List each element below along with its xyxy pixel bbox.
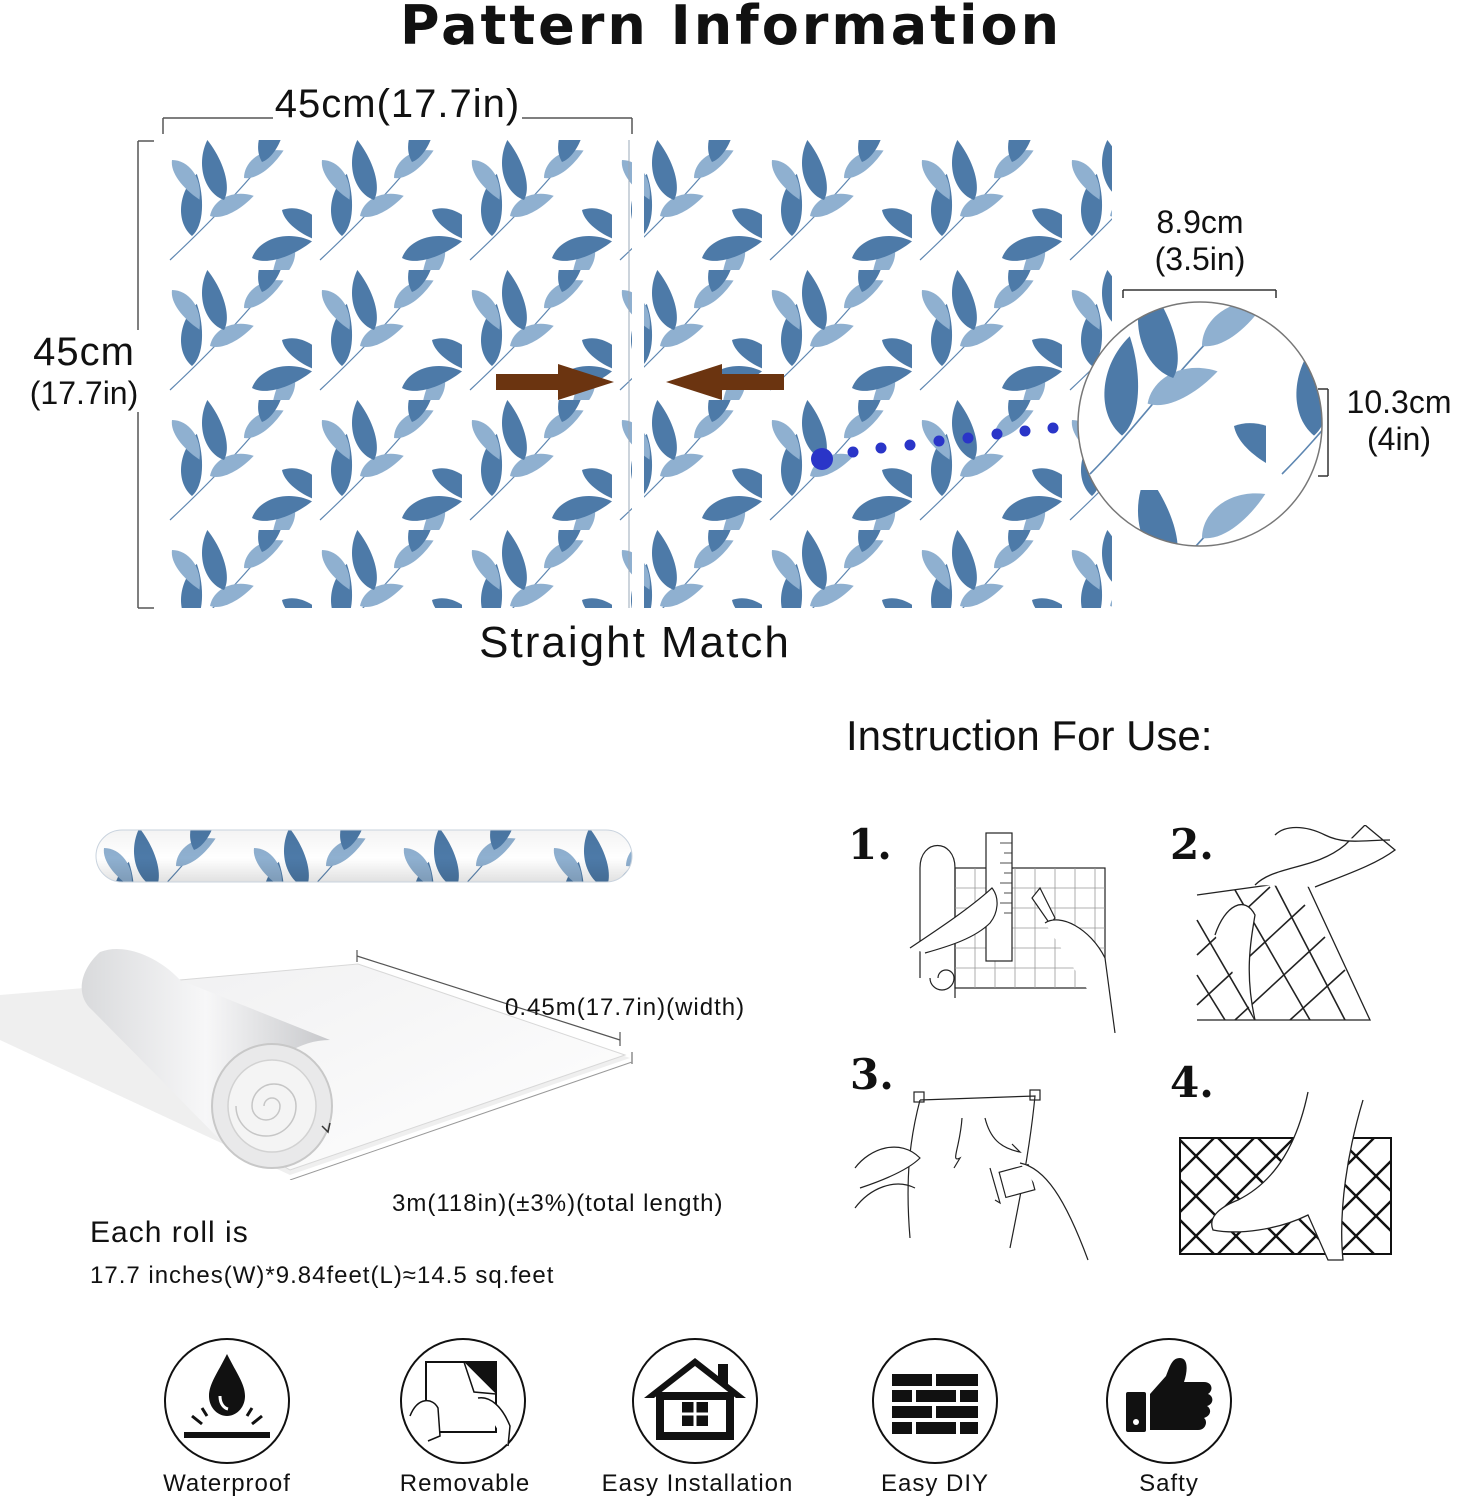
step-3-illustration bbox=[854, 1089, 1089, 1261]
match-arrow-right bbox=[496, 364, 614, 400]
pattern-height-cm-label: 45cm bbox=[33, 330, 135, 374]
repeat-height-bracket bbox=[1318, 388, 1329, 477]
match-type-label: Straight Match bbox=[479, 618, 791, 667]
feature-label-easy-diy: Easy DIY bbox=[880, 1470, 990, 1497]
step-3-number: 3. bbox=[850, 1050, 894, 1099]
brick-wall-icon bbox=[872, 1338, 998, 1464]
repeat-height-cm-label: 10.3cm bbox=[1346, 384, 1452, 420]
feature-label-waterproof: Waterproof bbox=[163, 1470, 291, 1497]
step-1-illustration bbox=[909, 832, 1116, 1033]
page-title: Pattern Information bbox=[399, 0, 1063, 57]
instructions-heading: Instruction For Use: bbox=[846, 712, 1213, 759]
roll-length-label: 3m(118in)(±3%)(total length) bbox=[392, 1190, 724, 1217]
each-roll-label: Each roll is bbox=[90, 1216, 249, 1249]
thumbs-up-icon bbox=[1106, 1338, 1232, 1464]
rolled-wallpaper-image bbox=[95, 829, 633, 883]
roll-coverage-label: 17.7 inches(W)*9.84feet(L)≈14.5 sq.feet bbox=[90, 1262, 555, 1289]
match-arrow-left bbox=[666, 364, 784, 400]
step-2-number: 2. bbox=[1170, 820, 1214, 869]
pattern-width-label: 45cm(17.7in) bbox=[272, 82, 523, 126]
pattern-repeat-zoom bbox=[1077, 301, 1323, 547]
unrolled-wallpaper-image bbox=[0, 948, 633, 1180]
repeat-width-bracket bbox=[1122, 289, 1277, 298]
pattern-height-in-label: (17.7in) bbox=[29, 375, 139, 411]
step-1-number: 1. bbox=[848, 820, 892, 869]
feature-label-safty: Safty bbox=[1139, 1470, 1199, 1497]
removable-icon bbox=[400, 1338, 526, 1464]
step-2-illustration bbox=[1196, 825, 1397, 1021]
repeat-height-in-label: (4in) bbox=[1366, 421, 1431, 457]
repeat-width-in-label: (3.5in) bbox=[1154, 241, 1246, 277]
pattern-preview bbox=[162, 140, 1112, 608]
feature-label-easy-installation: Easy Installation bbox=[601, 1470, 794, 1497]
step-4-illustration bbox=[1179, 1091, 1392, 1261]
feature-label-removable: Removable bbox=[399, 1470, 531, 1497]
step-4-number: 4. bbox=[1170, 1058, 1214, 1107]
roll-width-label: 0.45m(17.7in)(width) bbox=[505, 994, 746, 1021]
waterproof-icon bbox=[164, 1338, 290, 1464]
zoom-dotted-line bbox=[811, 422, 1059, 470]
repeat-width-cm-label: 8.9cm bbox=[1156, 204, 1244, 240]
house-icon bbox=[632, 1338, 758, 1464]
